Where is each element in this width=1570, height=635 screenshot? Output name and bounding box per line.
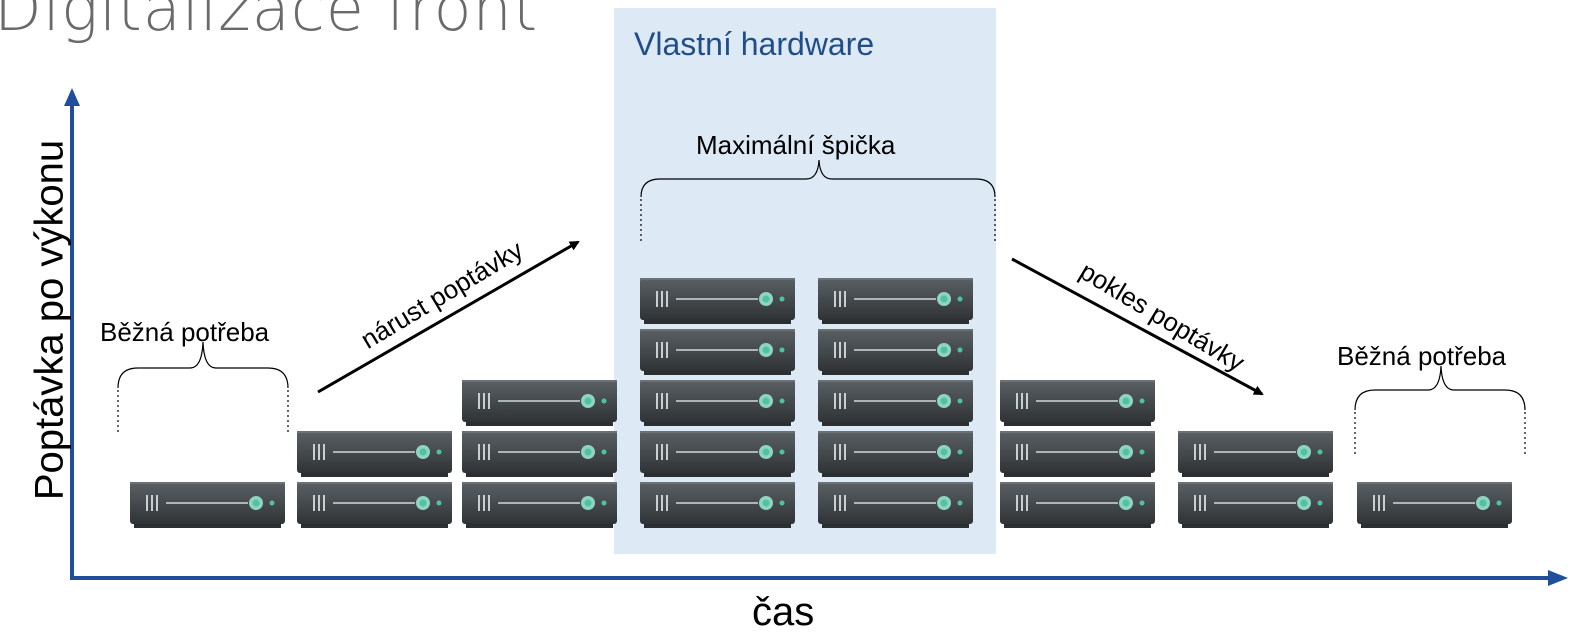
server-unit (297, 431, 452, 477)
server-stack (640, 278, 795, 528)
x-axis-label: čas (752, 590, 815, 634)
server-unit (640, 278, 795, 324)
server-unit (462, 482, 617, 528)
server-unit (640, 431, 795, 477)
server-unit (1178, 482, 1333, 528)
server-stack (1178, 431, 1333, 528)
peak-label: Maximální špička (696, 130, 896, 160)
y-axis-arrowhead (64, 88, 80, 106)
server-unit (818, 278, 973, 324)
server-unit (1000, 431, 1155, 477)
normal-right-brace (1354, 365, 1526, 455)
server-unit (640, 380, 795, 426)
server-unit (640, 329, 795, 375)
own-hardware-label: Vlastní hardware (634, 26, 875, 62)
server-stack (462, 380, 617, 528)
normal-need-right-label: Běžná potřeba (1337, 341, 1507, 371)
server-unit (818, 380, 973, 426)
server-unit (1000, 482, 1155, 528)
server-unit (130, 482, 285, 528)
server-unit (1178, 431, 1333, 477)
server-stacks (130, 278, 1512, 528)
growth-arrow (317, 240, 580, 394)
server-stack (130, 482, 285, 528)
y-axis-label: Poptávka po výkonu (27, 139, 72, 501)
server-unit (1000, 380, 1155, 426)
server-unit (640, 482, 795, 528)
server-unit (818, 329, 973, 375)
server-unit (818, 431, 973, 477)
server-stack (297, 431, 452, 528)
server-unit (1357, 482, 1512, 528)
peak-brace (640, 159, 996, 243)
slide-title: Digitalizace front (0, 0, 539, 45)
x-axis-arrowhead (1548, 570, 1568, 586)
decline-arrow (1011, 257, 1264, 396)
server-unit (462, 431, 617, 477)
server-stack (1357, 482, 1512, 528)
server-stack (1000, 380, 1155, 528)
normal-need-left-label: Běžná potřeba (100, 317, 270, 347)
server-stack (818, 278, 973, 528)
server-unit (462, 380, 617, 426)
normal-left-brace (117, 341, 289, 432)
server-unit (297, 482, 452, 528)
server-unit (818, 482, 973, 528)
